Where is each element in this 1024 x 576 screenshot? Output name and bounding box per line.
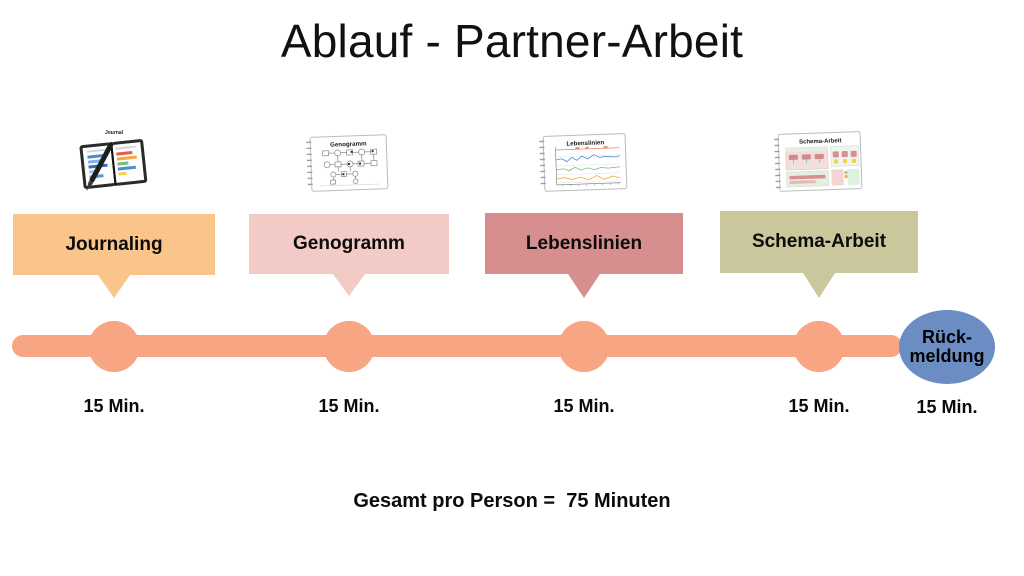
step-card-schema-arbeit[interactable]: Schema-Arbeit xyxy=(720,211,918,298)
step-label: Schema-Arbeit xyxy=(751,231,887,253)
page-title: Ablauf - Partner-Arbeit xyxy=(280,15,744,67)
end-node-rueckmeldung[interactable]: Rück- meldung xyxy=(899,310,995,384)
step-duration: 15 Min. xyxy=(788,396,850,416)
step-label: Journaling xyxy=(65,233,163,255)
timeline-node-4-overlay[interactable] xyxy=(793,321,845,372)
svg-text:Lebenslinien: Lebenslinien xyxy=(566,139,604,147)
step-card-body: Lebenslinien xyxy=(485,213,683,274)
journal-notebook-icon: Journal xyxy=(68,126,160,202)
end-node-label: Rück- meldung xyxy=(909,326,985,367)
callout-tail xyxy=(98,275,130,298)
step-card-body: Genogramm xyxy=(249,214,449,274)
step-card-journaling[interactable]: Journaling xyxy=(13,214,215,298)
svg-text:Journal: Journal xyxy=(105,130,124,136)
lifelines-chart-notepad-icon: Lebenslinien xyxy=(534,132,634,194)
step-card-genogramm[interactable]: Genogramm xyxy=(249,214,449,296)
genogram-notepad-icon: Genogramm xyxy=(303,132,395,194)
end-node-duration: 15 Min. xyxy=(916,397,978,417)
step-card-lebenslinien[interactable]: Lebenslinien xyxy=(485,213,683,298)
svg-text:Genogramm: Genogramm xyxy=(330,140,367,148)
step-label: Lebenslinien xyxy=(525,232,643,254)
schema-worksheet-notepad-icon: Schema-Arbeit xyxy=(769,130,869,194)
end-node-label-line2: meldung xyxy=(909,346,985,366)
callout-tail xyxy=(568,274,600,298)
total-duration-text: Gesamt pro Person = 75 Minuten xyxy=(353,490,671,512)
timeline-bar xyxy=(12,335,902,357)
callout-tail xyxy=(803,273,835,298)
callout-tail xyxy=(333,274,365,296)
step-duration: 15 Min. xyxy=(553,396,615,416)
step-duration: 15 Min. xyxy=(318,396,380,416)
step-duration: 15 Min. xyxy=(83,396,145,416)
end-node-label-line1: Rück- xyxy=(921,326,972,347)
timeline-node-1-overlay[interactable] xyxy=(88,321,140,372)
svg-text:Schema-Arbeit: Schema-Arbeit xyxy=(799,138,842,145)
timeline-node-2-overlay[interactable] xyxy=(323,321,375,372)
step-card-body: Journaling xyxy=(13,214,215,275)
step-label: Genogramm xyxy=(293,233,405,255)
timeline-node-3-overlay[interactable] xyxy=(558,321,610,372)
step-card-body: Schema-Arbeit xyxy=(720,211,918,273)
